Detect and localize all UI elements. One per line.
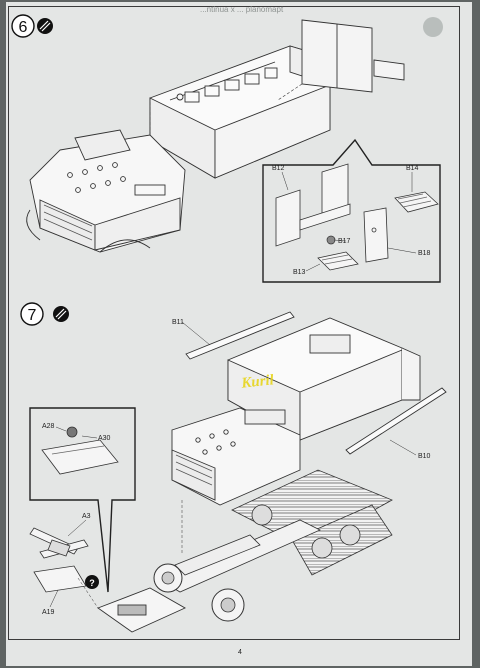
bleed-through-text: ...ntinua x ... planomapt: [200, 5, 284, 14]
callout-bubble: [262, 138, 441, 283]
seat-cushion-part: [394, 191, 439, 213]
bumper-part: [41, 439, 119, 475]
step-6-hull-body: [149, 45, 331, 179]
step-6-number: 6: [19, 19, 28, 36]
page-number: 4: [238, 649, 242, 656]
small-part-b17: [326, 235, 336, 245]
part-label: B13: [293, 269, 306, 276]
bleed-through-icon: [423, 17, 443, 37]
part-label-a19: A19: [42, 609, 55, 616]
part-label: A30: [98, 435, 111, 442]
question-icon: [85, 575, 99, 589]
part-label: B18: [418, 250, 431, 257]
part-label: B12: [272, 165, 285, 172]
step-6-circle: [11, 14, 35, 38]
part-label: B14: [406, 165, 419, 172]
cement-glue-icon-brush: [39, 20, 51, 32]
front-bumper-assembly: [97, 587, 186, 633]
loose-parts: [29, 527, 89, 593]
step-6-callout: B12 B14 B17 B18 B13: [262, 138, 441, 283]
cement-glue-icon-brush: [55, 308, 67, 320]
part-label: A28: [42, 423, 55, 430]
seat-back-parts: [275, 163, 351, 247]
step-6-rear-doors: [301, 19, 405, 93]
step-7-circle: [20, 302, 44, 326]
watermark-logo: Kuril: [240, 372, 276, 392]
step-6-front-hood: [26, 129, 186, 253]
cement-glue-icon: [53, 306, 69, 322]
part-label-b11: B11: [172, 319, 184, 326]
step-7-chassis: [153, 469, 393, 622]
step-7-number: 7: [28, 307, 37, 324]
step-7-rails: [185, 311, 447, 455]
door-panel-part: [363, 207, 389, 263]
question-icon-glyph: ?: [89, 578, 95, 588]
cement-glue-icon: [37, 18, 53, 34]
step-6-header: 6: [11, 14, 53, 38]
part-label: B17: [338, 238, 351, 245]
callout-bubble: [29, 407, 136, 593]
step-7-callout: A28 A30: [29, 407, 136, 593]
seat-cushion-part-b13: [317, 251, 359, 271]
part-label-b10: B10: [418, 453, 431, 460]
winch-part: [66, 426, 78, 438]
page-border: [8, 6, 460, 640]
part-label-a3: A3: [82, 513, 91, 520]
step-7-header: 7: [20, 302, 69, 326]
step-7-front-hood: [171, 407, 301, 506]
